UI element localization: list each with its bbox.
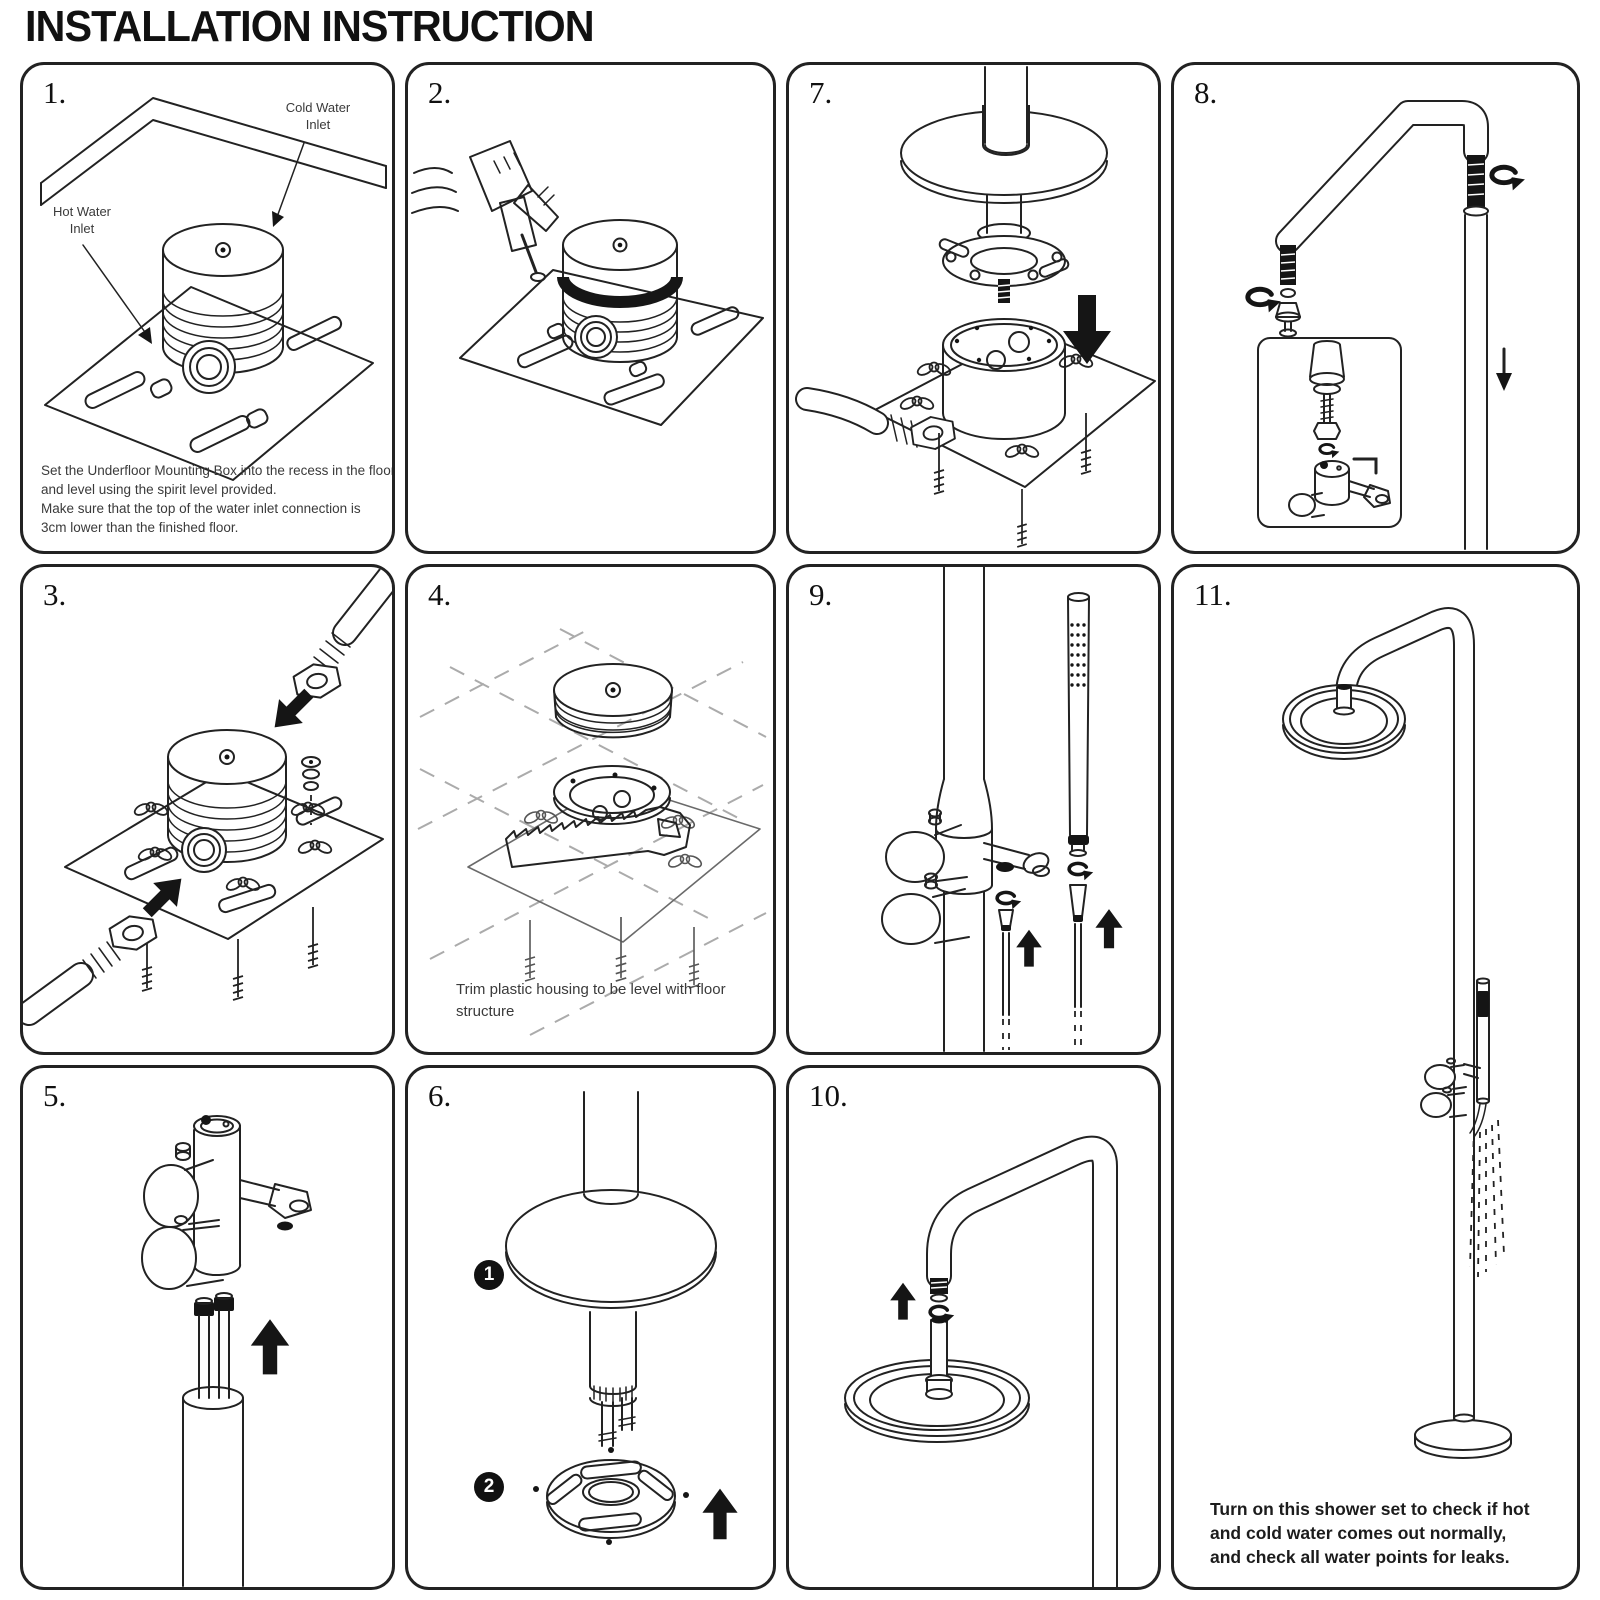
down-arrow-icon <box>1496 347 1512 391</box>
rain-shower-head <box>844 1316 1030 1443</box>
shower-column <box>1335 607 1475 1429</box>
valve-handles <box>1420 1057 1467 1118</box>
step-number: 7. <box>809 75 833 110</box>
panel-step-5: 5. <box>20 1065 395 1590</box>
panel10-illustration <box>844 1135 1118 1587</box>
panel2-illustration <box>411 140 764 426</box>
shower-column-top <box>182 1386 244 1587</box>
panel1-illustration <box>40 97 387 481</box>
rain-shower-head <box>1282 684 1406 760</box>
panel-step-2: 2. <box>405 62 776 554</box>
panel-step-9: 9. <box>786 564 1161 1055</box>
step1-caption: Set the Underfloor Mounting Box into the… <box>41 463 395 535</box>
hand-shower-holder <box>983 842 1050 877</box>
underfloor-mounting-box <box>557 219 683 363</box>
hot-water-leader-arrow <box>82 244 152 344</box>
shower-column <box>935 567 993 1052</box>
slotted-mounting-ring <box>533 1447 689 1545</box>
supply-pipes <box>194 1292 234 1399</box>
shower-hose-left <box>998 909 1014 1050</box>
shower-arm-and-column <box>926 1135 1118 1587</box>
valve-assembly <box>141 1115 312 1290</box>
rotate-icon <box>1248 289 1281 312</box>
panel-step-6: 6. <box>405 1065 776 1590</box>
cold-water-pipe <box>23 910 160 1026</box>
floor-plate <box>64 771 384 940</box>
up-arrow-icon <box>890 1282 916 1320</box>
step-number: 3. <box>43 577 67 612</box>
column-and-escutcheon <box>505 1091 717 1447</box>
underfloor-mounting-box <box>162 223 284 394</box>
cover-cap <box>553 663 673 739</box>
step-marker-2: 2 <box>474 1472 504 1502</box>
supply-pipe <box>795 387 957 453</box>
panel-step-10: 10. <box>786 1065 1161 1590</box>
panel4-illustration <box>417 626 767 1036</box>
page-title: INSTALLATION INSTRUCTION <box>25 2 595 51</box>
insert-arrow-icon <box>135 866 194 925</box>
rotate-icon <box>1067 861 1095 883</box>
floor-plate <box>467 781 761 943</box>
step-number: 11. <box>1194 577 1232 612</box>
rotate-icon <box>1492 167 1525 190</box>
up-arrow-icon <box>250 1319 290 1375</box>
up-arrow-icon <box>702 1488 738 1540</box>
open-mounting-box <box>942 318 1066 440</box>
panel-step-1: 1. <box>20 62 395 554</box>
panel8-illustration <box>1174 100 1577 550</box>
hand-shower-detail-inset <box>1257 337 1402 528</box>
hand-shower-on-holder <box>1463 977 1490 1138</box>
step-number: 10. <box>809 1078 848 1113</box>
cold-water-leader-arrow <box>272 142 305 227</box>
step-number: 4. <box>428 577 452 612</box>
up-arrow-icon <box>1016 929 1042 967</box>
shower-arm <box>1275 100 1489 550</box>
step-number: 8. <box>1194 75 1218 110</box>
panel6-illustration <box>505 1091 738 1545</box>
step-number: 6. <box>428 1078 452 1113</box>
shower-hose-right <box>1069 884 1087 1050</box>
panel11-illustration <box>1282 607 1512 1459</box>
panel-step-3: 3. <box>20 564 395 1055</box>
allen-key-icon <box>1352 457 1378 475</box>
panel-step-8: 8. <box>1171 62 1580 554</box>
floor-base <box>1414 1413 1512 1459</box>
panel-step-4: 4. <box>405 564 776 1055</box>
underfloor-mounting-box <box>167 729 287 873</box>
column-flange <box>900 66 1108 303</box>
instruction-grid: 1. <box>20 62 1580 1590</box>
washer-stack <box>301 756 321 825</box>
water-spray <box>1469 1119 1505 1278</box>
plastic-housing-ring <box>553 765 671 825</box>
hand-saw <box>505 806 691 868</box>
step-marker-1: 1 <box>474 1260 504 1290</box>
hand-shower-wand <box>1067 592 1090 857</box>
panel5-illustration <box>141 1115 312 1587</box>
step-number: 1. <box>43 75 67 110</box>
step-number: 2. <box>428 75 452 110</box>
floor-recess <box>40 97 387 481</box>
step-number: 9. <box>809 577 833 612</box>
down-arrow-icon <box>1063 295 1111 364</box>
step4-caption: Trim plastic housing to be level with fl… <box>456 981 726 1020</box>
hot-water-pipe <box>290 567 392 704</box>
panel7-illustration <box>795 66 1156 548</box>
valve-handles <box>881 808 970 945</box>
step-number: 5. <box>43 1078 67 1113</box>
step11-caption: Turn on this shower set to check if hot … <box>1210 1499 1530 1567</box>
panel-step-7: 7. <box>786 62 1161 554</box>
panel9-illustration <box>881 567 1123 1052</box>
up-arrow-icon <box>1095 909 1123 949</box>
panel-step-11: 11. <box>1171 564 1580 1590</box>
power-drill <box>411 140 559 282</box>
rotate-icon <box>995 890 1024 912</box>
panel3-illustration <box>23 567 392 1026</box>
